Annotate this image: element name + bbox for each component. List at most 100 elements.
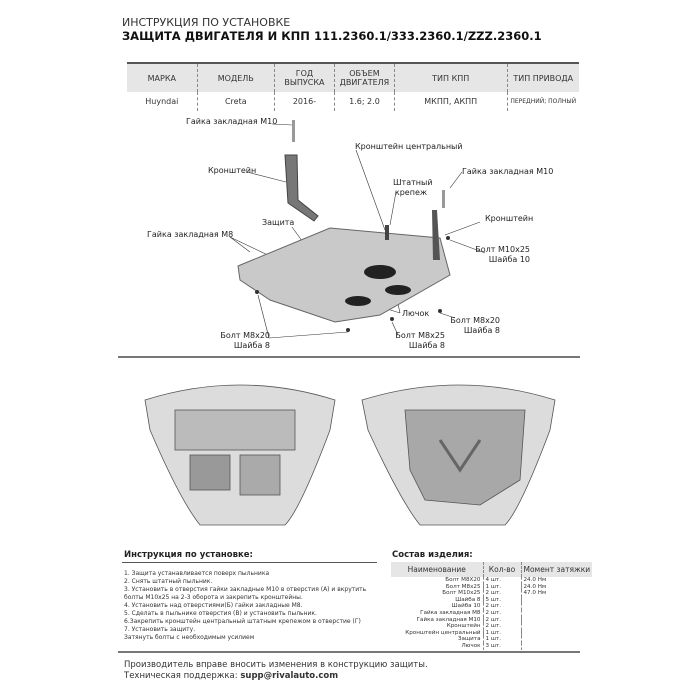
divider	[118, 356, 580, 358]
label-bolt-m8x20-left: Болт М8х20	[220, 331, 270, 340]
label-nut-m10-left: Гайка закладная М10	[186, 117, 278, 126]
table-row: Huyndai Creta 2016- 1.6; 2.0 МКПП, АКПП …	[127, 92, 579, 111]
col-qty: Кол-во	[482, 562, 521, 577]
cell-name: Болт М8х25	[445, 583, 481, 590]
cell-qty: 1 шт.	[482, 636, 521, 643]
cell-qty: 2 шт.	[482, 590, 521, 597]
vehicle-spec-table: МАРКА МОДЕЛЬ ГОД ВЫПУСКА ОБЪЕМ ДВИГАТЕЛЯ…	[127, 62, 579, 111]
step: 6.Закрепить кронштейн центральный штатны…	[124, 618, 361, 625]
label-nut-m8: Гайка закладная М8	[147, 230, 234, 239]
cell-name: Шайба 10	[451, 603, 481, 610]
bracket-left	[284, 154, 319, 222]
cell-qty: 4 шт.	[482, 577, 521, 584]
bracket-right	[432, 210, 440, 260]
cell-torque: 24.0 Нм	[520, 583, 593, 591]
label-bracket-right: Кронштейн	[485, 214, 534, 223]
step: 5. Сделать в пыльнике отверстия (В) и ус…	[124, 610, 317, 617]
car-underbody-with-guard	[361, 384, 556, 526]
support-label: Техническая поддержка:	[124, 671, 241, 681]
col-gearbox: ТИП КПП	[393, 63, 507, 92]
label-washer-8-right: Шайба 8	[463, 326, 500, 335]
label-bolt-m10x25: Болт М10х25	[475, 245, 530, 254]
cell-drive: ПЕРЕДНИЙ; ПОЛНЫЙ	[506, 92, 579, 111]
cell-qty: 1 шт.	[482, 583, 521, 591]
col-brand: МАРКА	[127, 63, 198, 92]
step: 1. Защита устанавливается поверх пыльник…	[124, 570, 270, 577]
cell-model: Creta	[196, 92, 275, 111]
instructions-list: 1. Защита устанавливается поверх пыльник…	[124, 570, 384, 642]
cell-name: Гайка закладная М8	[420, 609, 481, 616]
cell-name: Болт М8Х20	[445, 577, 481, 583]
cell-name: Шайба 8	[455, 596, 481, 603]
cell-brand: Huyndai	[145, 97, 179, 106]
label-bracket-central: Кронштейн центральный	[355, 142, 463, 151]
label-washer-8-left: Шайба 8	[233, 341, 270, 350]
cell-torque	[520, 603, 593, 610]
label-hatch: Лючок	[402, 309, 430, 318]
label-bolt-m8x20-right: Болт М8х20	[450, 316, 500, 325]
step: 3. Установить в отверстия гайки закладны…	[124, 586, 367, 601]
col-torque: Момент затяжки	[520, 562, 593, 577]
cell-qty: 2 шт.	[482, 603, 521, 610]
composition-table: Наименование Кол-во Момент затяжки Болт …	[391, 562, 593, 650]
cell-torque	[520, 636, 593, 643]
cell-torque: 24.0 Нм	[520, 577, 593, 584]
footer-support: Техническая поддержка: supp@rivalauto.co…	[124, 671, 338, 681]
cell-qty: 5 шт.	[482, 596, 521, 604]
cell-gearbox: МКПП, АКПП	[393, 92, 507, 111]
cell-name: Кронштейн	[446, 623, 481, 630]
step: 2. Снять штатный пыльник.	[124, 578, 213, 585]
cell-qty: 2 шт.	[482, 616, 521, 624]
divider	[122, 562, 377, 563]
hatch-opening	[364, 265, 396, 279]
cell-qty: 2 шт.	[482, 609, 521, 617]
nut-m10-left	[292, 120, 295, 142]
instructions-heading: Инструкция по установке:	[124, 550, 253, 560]
document-title: ЗАЩИТА ДВИГАТЕЛЯ И КПП 111.2360.1/333.23…	[122, 29, 542, 43]
step: Затянуть болты с необходимым усилием	[124, 634, 255, 641]
cell-torque	[520, 623, 593, 630]
cell-qty: 3 шт.	[482, 642, 521, 650]
cell-qty: 1 шт.	[482, 629, 521, 637]
car-underbody-before	[144, 384, 336, 526]
label-washer-8-mid: Шайба 8	[408, 341, 445, 350]
label-guard: Защита	[262, 218, 295, 227]
col-drive: ТИП ПРИВОДА	[506, 63, 579, 92]
cell-torque	[520, 629, 593, 637]
label-nut-m10-right: Гайка закладная М10	[462, 167, 554, 176]
col-name: Наименование	[391, 562, 483, 577]
label-bracket-left: Кронштейн	[208, 166, 257, 175]
col-model: МОДЕЛЬ	[196, 63, 275, 92]
bracket-central	[385, 225, 389, 240]
cell-qty: 2 шт.	[482, 623, 521, 630]
cell-torque: 47.0 Нм	[520, 590, 593, 597]
footer-notice: Производитель вправе вносить изменения в…	[124, 660, 428, 670]
step: 7. Установить защиту.	[124, 626, 196, 633]
col-engine: ОБЪЕМ ДВИГАТЕЛЯ	[333, 63, 395, 92]
cell-torque	[520, 609, 593, 617]
divider	[118, 651, 580, 653]
cell-year: 2016-	[273, 92, 335, 111]
label-bolt-m8x25: Болт М8х25	[395, 331, 445, 340]
cell-name: Гайка закладная М10	[416, 616, 481, 623]
cell-torque	[520, 642, 593, 650]
support-email-link[interactable]: supp@rivalauto.com	[240, 671, 339, 681]
cell-torque	[520, 596, 593, 604]
cell-torque	[520, 616, 593, 624]
cell-name: Болт М10х25	[442, 590, 481, 597]
guard-plate	[237, 227, 451, 323]
cell-name: Кронштейн центральный	[405, 629, 481, 636]
step: 4. Установить над отверстиями(Б) гайки з…	[124, 602, 303, 609]
composition-heading: Состав изделия:	[392, 550, 473, 560]
